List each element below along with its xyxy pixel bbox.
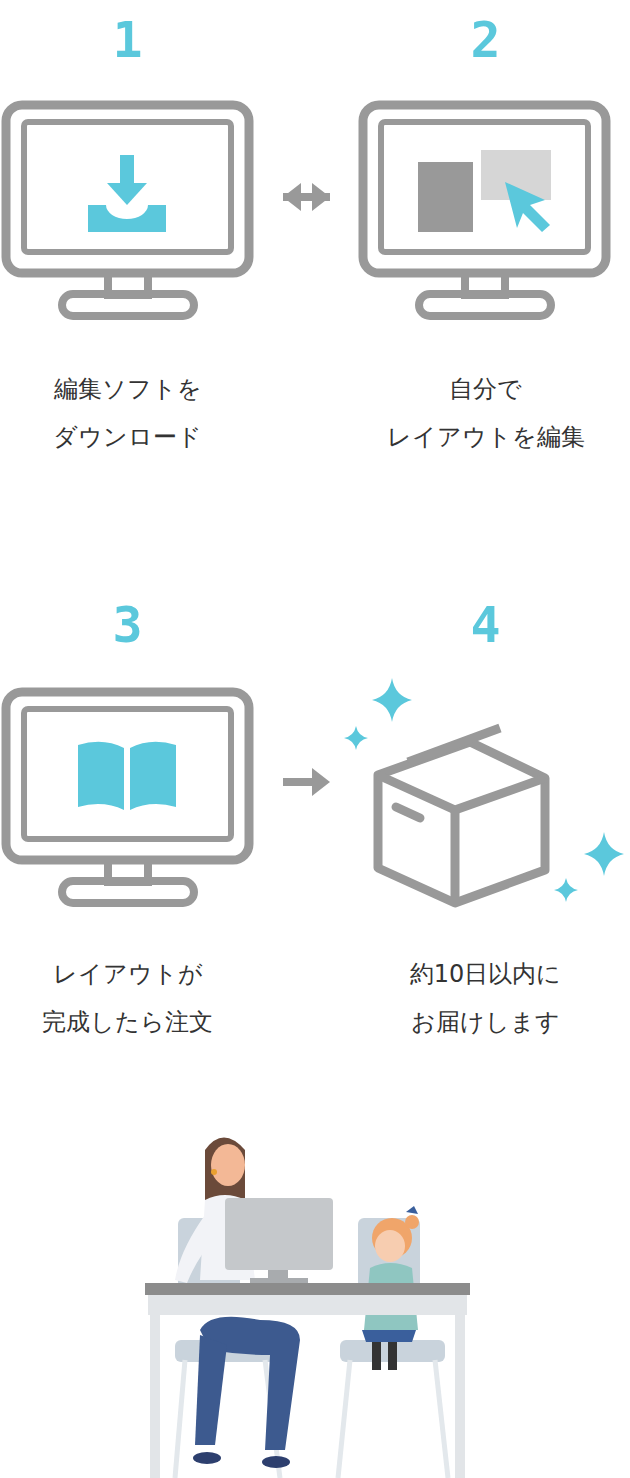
step-node: 1 編集ソフトを ダウンロード xyxy=(0,5,255,461)
layout-icon xyxy=(418,150,551,232)
desk-illustration xyxy=(145,1138,470,1478)
flow-arrow xyxy=(283,768,330,796)
monitor-icon xyxy=(363,105,606,316)
monitor-icon xyxy=(6,692,249,903)
step-node: 3 レイアウトが 完成したら注文 xyxy=(0,590,255,1046)
step-number: 4 xyxy=(470,590,500,660)
download-icon xyxy=(88,155,166,232)
step-number: 2 xyxy=(470,5,500,75)
flow-arrow xyxy=(283,183,330,211)
step-node: 2 自分で レイアウトを編集 xyxy=(358,5,613,461)
step-caption: 編集ソフトを ダウンロード xyxy=(3,365,253,461)
box-icon xyxy=(378,728,545,903)
step-caption: 自分で レイアウトを編集 xyxy=(361,365,611,461)
sparkles xyxy=(344,678,624,902)
monitor-icon xyxy=(6,105,249,316)
step-caption: レイアウトが 完成したら注文 xyxy=(3,950,253,1046)
step-node: 4 約10日以内に お届けします xyxy=(358,590,613,1046)
step-number: 3 xyxy=(112,590,142,660)
arrow-head xyxy=(283,183,301,211)
arrow-line xyxy=(283,778,316,786)
arrow-line xyxy=(297,193,330,201)
step-number: 1 xyxy=(112,5,142,75)
step-caption: 約10日以内に お届けします xyxy=(361,950,611,1046)
flow-arrow xyxy=(283,183,330,211)
arrow-head xyxy=(312,768,330,796)
book-icon xyxy=(78,742,176,810)
